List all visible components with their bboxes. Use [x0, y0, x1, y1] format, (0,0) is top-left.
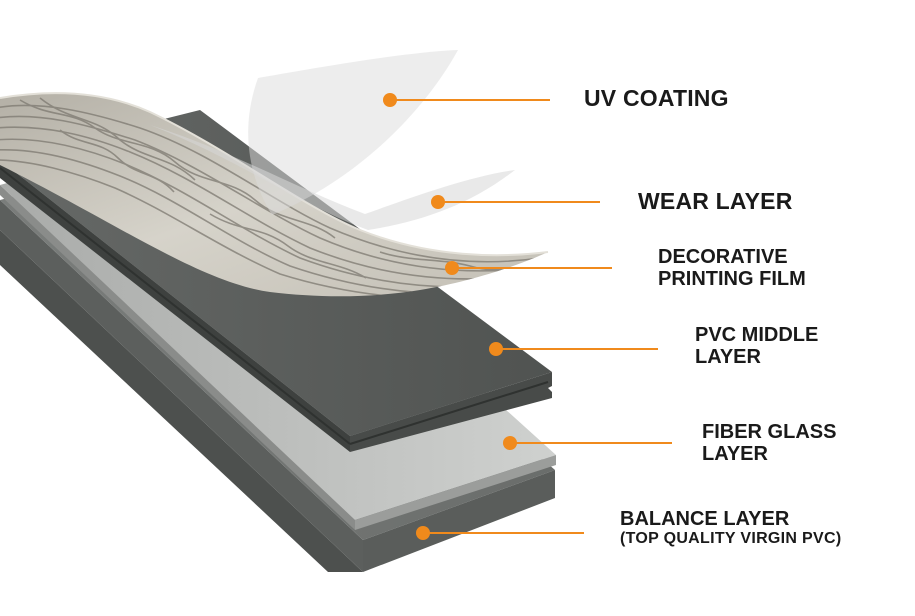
wear-layer-label: WEAR LAYER [638, 188, 793, 214]
uv-coating-label: UV COATING [584, 85, 729, 111]
fiber-glass-layer-leader [503, 436, 672, 450]
balance-layer-leader [416, 526, 584, 540]
uv-coating-leader [383, 93, 550, 107]
wear-layer-marker [431, 195, 445, 209]
pvc-middle-layer-label: PVC MIDDLE LAYER [695, 324, 819, 369]
decorative-printing-film-leader [445, 261, 612, 275]
uv-coating-sheet [248, 50, 458, 215]
callout-leaders [383, 93, 672, 540]
fiber-glass-layer-label: FIBER GLASS LAYER [702, 421, 837, 466]
wear-layer-leader [431, 195, 600, 209]
decorative-printing-film-label: DECORATIVE PRINTING FILM [658, 246, 806, 291]
balance-layer-label: BALANCE LAYER (TOP QUALITY VIRGIN PVC) [620, 508, 842, 548]
balance-layer-marker [416, 526, 430, 540]
pvc-middle-layer-marker [489, 342, 503, 356]
uv-coating-marker [383, 93, 397, 107]
pvc-middle-layer-leader [489, 342, 658, 356]
wear-layer-sheet [150, 125, 515, 230]
decorative-printing-film-marker [445, 261, 459, 275]
fiber-glass-layer-marker [503, 436, 517, 450]
